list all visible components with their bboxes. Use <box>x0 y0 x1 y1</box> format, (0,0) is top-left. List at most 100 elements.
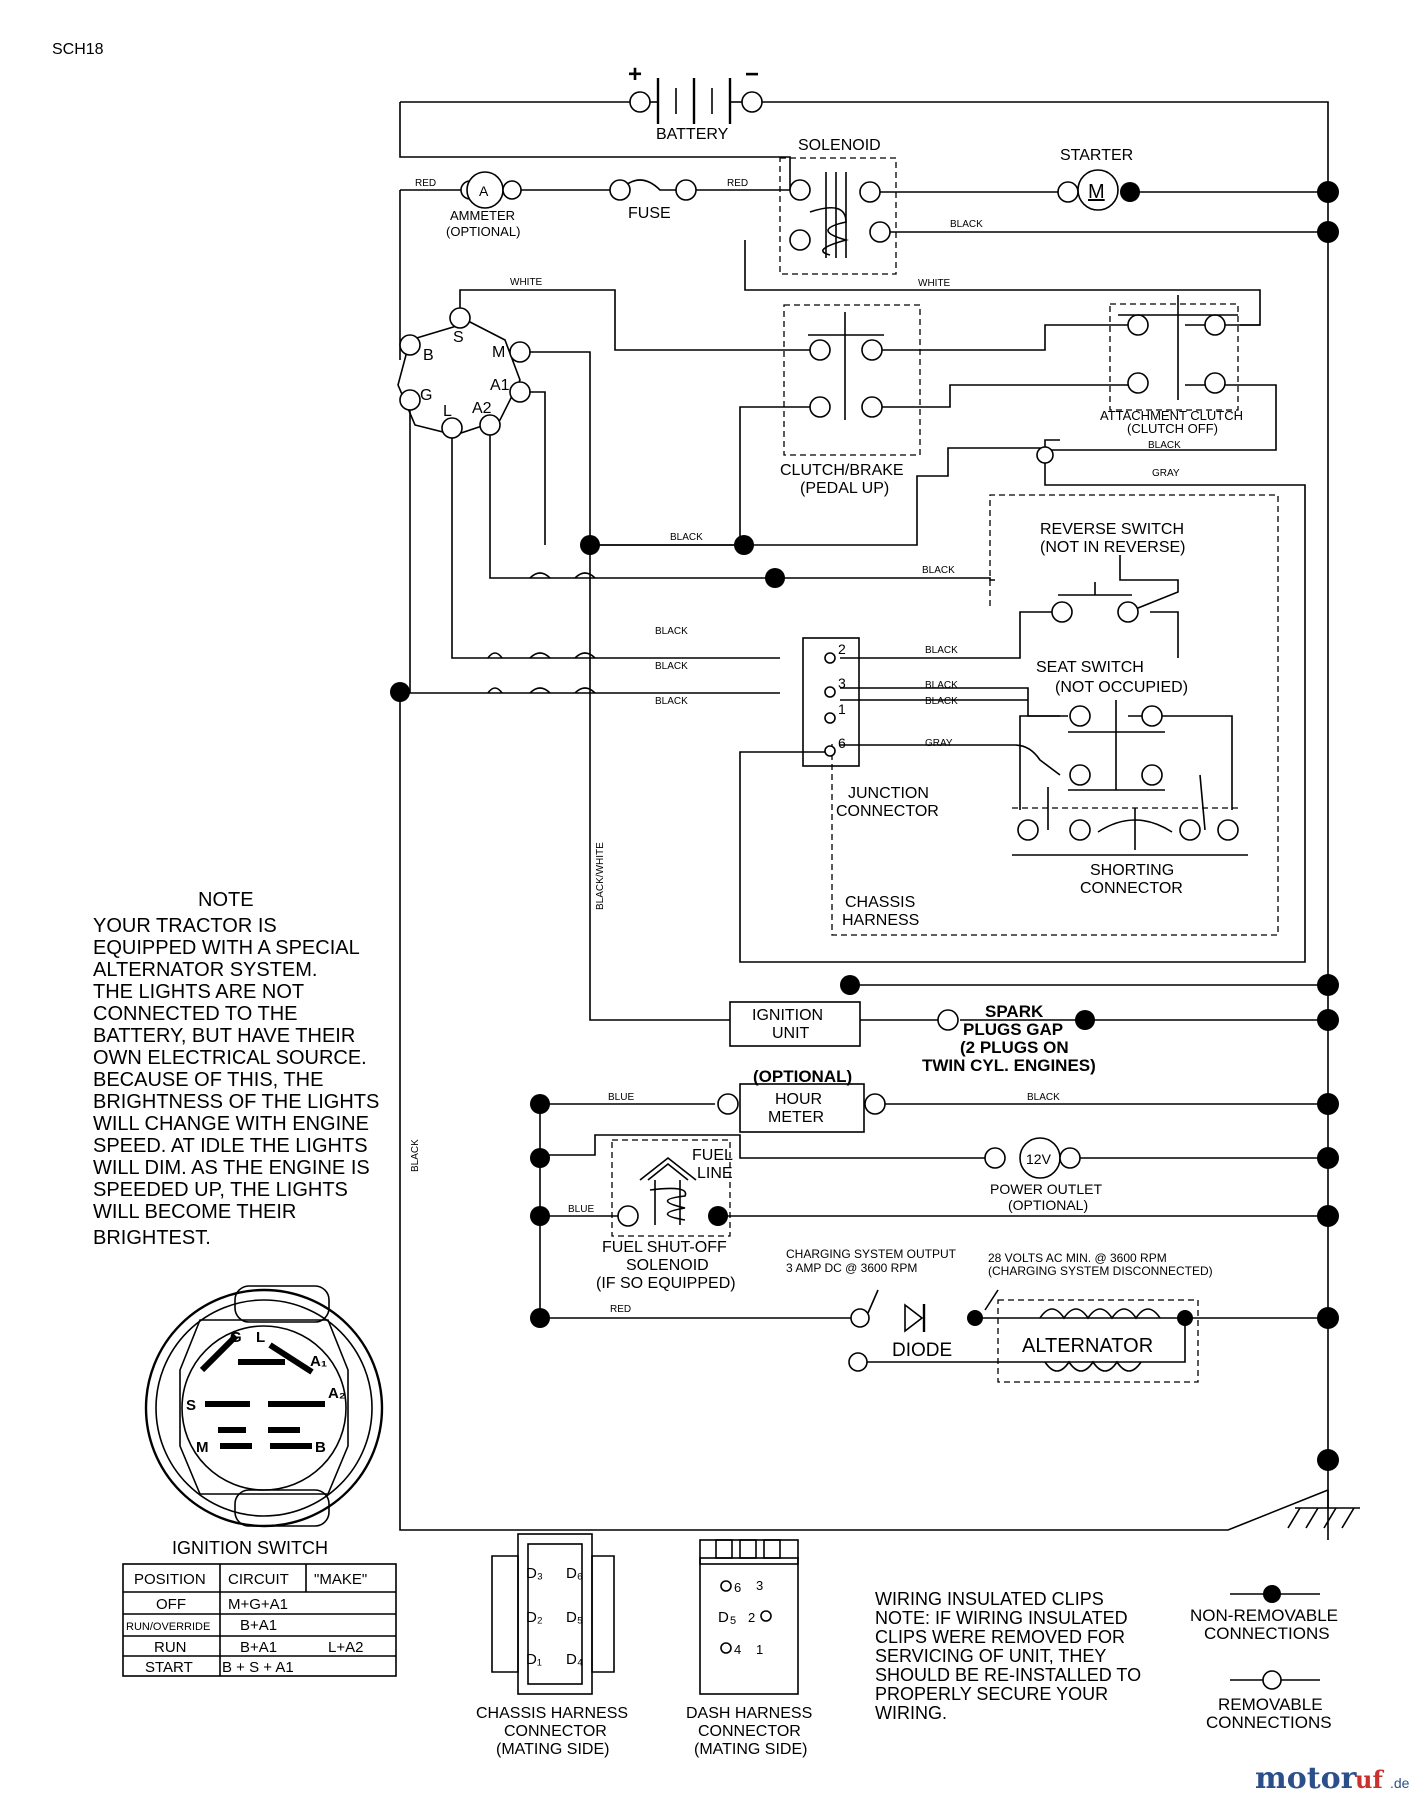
seat-switch-label-1: SEAT SWITCH <box>1036 659 1144 676</box>
watermark-logo: motor uf .de <box>1255 1761 1410 1796</box>
junction-pin-2: 3 <box>838 675 846 691</box>
wire-label-red-1: RED <box>415 178 436 189</box>
chassis-harness-connector: D₃ D₆ D₂ D₅ D₁ D₄ CHASSIS HARNESS CONNEC… <box>476 1533 628 1758</box>
wire-label-black-j3: BLACK <box>925 680 958 691</box>
dash-pin-2: 2 <box>748 1610 755 1625</box>
hour-meter-optional: (OPTIONAL) <box>753 1067 852 1086</box>
switch-face-l: L <box>256 1329 265 1346</box>
ign-terminal-b: B <box>423 347 434 364</box>
junction-connector: 2 3 1 6 JUNCTION CONNECTOR <box>802 637 939 820</box>
switch-face-s: S <box>186 1397 196 1414</box>
battery-label: BATTERY <box>656 126 729 143</box>
chassis-pin-d4: D₄ <box>566 1651 583 1668</box>
misc-terminals <box>1036 446 1054 464</box>
ignition-unit-label-1: IGNITION <box>752 1007 823 1024</box>
table-row-3-circuit: B+A1 <box>240 1639 277 1656</box>
fuse-label: FUSE <box>628 205 671 222</box>
table-header-position: POSITION <box>134 1571 206 1588</box>
clips-note-line-7: WIRING. <box>875 1703 947 1723</box>
ign-terminal-l: L <box>443 403 452 420</box>
switch-face-a2: A₂ <box>328 1385 346 1402</box>
wire-label-red-2: RED <box>727 178 748 189</box>
table-row-1-circuit: M+G+A1 <box>228 1596 288 1613</box>
wiring-clips-note: WIRING INSULATED CLIPS NOTE: IF WIRING I… <box>875 1589 1141 1723</box>
diode-alternator: CHARGING SYSTEM OUTPUT 3 AMP DC @ 3600 R… <box>786 1247 1213 1383</box>
chassis-pin-d2: D₂ <box>526 1609 543 1626</box>
battery: + − BATTERY <box>628 61 763 143</box>
ammeter-label: AMMETER <box>450 208 515 223</box>
clips-note-line-2: NOTE: IF WIRING INSULATED <box>875 1608 1128 1628</box>
hour-meter: (OPTIONAL) HOUR METER <box>717 1067 886 1133</box>
sheet-code: SCH18 <box>52 41 104 58</box>
wire-crossovers <box>487 572 596 694</box>
note-line-15: BRIGHTEST. <box>93 1227 211 1249</box>
spark-label-4: TWIN CYL. ENGINES) <box>922 1056 1096 1075</box>
ignition-switch-title: IGNITION SWITCH <box>172 1538 328 1558</box>
note-line-2: EQUIPPED WITH A SPECIAL <box>93 937 360 959</box>
power-outlet-label-2: (OPTIONAL) <box>1008 1197 1088 1213</box>
spark-plugs: SPARK PLUGS GAP (2 PLUGS ON TWIN CYL. EN… <box>922 1002 1096 1075</box>
ign-terminal-a1: A1 <box>490 377 510 394</box>
clutch-brake-label-2: (PEDAL UP) <box>800 480 889 497</box>
fuel-shutoff-solenoid: FUEL LINE FUEL SHUT-OFF SOLENOID (IF SO … <box>596 1139 736 1292</box>
wire-label-black-cb: BLACK <box>670 532 703 543</box>
note-line-6: BATTERY, BUT HAVE THEIR <box>93 1025 355 1047</box>
starter-motor: STARTER M <box>1057 147 1140 211</box>
junction-pin-1: 2 <box>838 641 846 657</box>
battery-plus-sign: + <box>628 61 642 88</box>
chassis-connector-label-1: CHASSIS HARNESS <box>476 1705 628 1722</box>
switch-face-b: B <box>315 1439 326 1456</box>
chassis-harness-label-2: HARNESS <box>842 912 919 929</box>
wire-label-gray-j6: GRAY <box>925 738 953 749</box>
legend-non-removable-1: NON-REMOVABLE <box>1190 1606 1338 1625</box>
fuel-line-label-1: FUEL <box>692 1147 733 1164</box>
chassis-pin-d1: D₁ <box>526 1651 542 1668</box>
ammeter-optional: (OPTIONAL) <box>446 224 520 239</box>
note-line-8: BECAUSE OF THIS, THE <box>93 1069 323 1091</box>
legend-removable-2: CONNECTIONS <box>1206 1713 1332 1732</box>
shorting-connector: SHORTING CONNECTOR <box>1012 807 1248 897</box>
ign-terminal-a2: A2 <box>472 400 492 417</box>
dash-pin-d-glyph: D <box>718 1609 729 1626</box>
ign-terminal-g: G <box>420 387 432 404</box>
chassis-harness: CHASSIS HARNESS <box>831 494 1279 936</box>
wire-label-black-att: BLACK <box>1148 440 1181 451</box>
charging-output-1: CHARGING SYSTEM OUTPUT <box>786 1247 957 1261</box>
dash-connector-label-1: DASH HARNESS <box>686 1705 812 1722</box>
seat-switch: SEAT SWITCH (NOT OCCUPIED) <box>1019 659 1206 831</box>
non-removable-dots <box>390 181 1339 1471</box>
wire-label-red-bottom: RED <box>610 1304 631 1315</box>
hour-meter-label-1: HOUR <box>775 1091 822 1108</box>
motor-symbol: M <box>1088 181 1105 203</box>
watermark-part1: motor <box>1255 1761 1358 1796</box>
table-row-1-position: OFF <box>156 1596 186 1613</box>
switch-face-a1: A₁ <box>310 1353 327 1370</box>
ammeter: A AMMETER (OPTIONAL) <box>446 171 522 239</box>
dash-harness-connector: 6 3 D 5 2 4 1 DASH HARNESS CONNECTOR (MA… <box>686 1539 812 1758</box>
solenoid: SOLENOID <box>779 137 897 275</box>
attachment-clutch-switch: ATTACHMENT CLUTCH (CLUTCH OFF) <box>1100 295 1243 436</box>
wire-label-black-j2: BLACK <box>925 645 958 656</box>
wire-label-gray-att: GRAY <box>1152 468 1180 479</box>
fuel-solenoid-label-2: SOLENOID <box>626 1257 709 1274</box>
junction-label-1: JUNCTION <box>848 785 929 802</box>
table-header-circuit: CIRCUIT <box>228 1571 289 1588</box>
table-row-3-position: RUN <box>154 1639 187 1656</box>
switch-face-g: G <box>230 1329 242 1346</box>
clips-note-line-1: WIRING INSULATED CLIPS <box>875 1589 1104 1609</box>
dash-connector-label-3: (MATING SIDE) <box>694 1741 807 1758</box>
dash-pin-6: 6 <box>734 1580 741 1595</box>
junction-pin-4: 6 <box>838 735 846 751</box>
table-row-3-make: L+A2 <box>328 1639 363 1656</box>
note-line-14: WILL BECOME THEIR <box>93 1201 296 1223</box>
watermark-suffix: .de <box>1390 1775 1410 1791</box>
wire-label-black-hour: BLACK <box>1027 1092 1060 1103</box>
note-line-13: SPEEDED UP, THE LIGHTS <box>93 1179 348 1201</box>
reverse-switch-label-2: (NOT IN REVERSE) <box>1040 539 1186 556</box>
switch-face-m: M <box>196 1439 209 1456</box>
note-line-1: YOUR TRACTOR IS <box>93 915 277 937</box>
fuse: FUSE <box>609 179 697 222</box>
wire-label-black-rev: BLACK <box>922 565 955 576</box>
spark-label-1: SPARK <box>985 1002 1044 1021</box>
dash-pin-1: 1 <box>756 1642 763 1657</box>
